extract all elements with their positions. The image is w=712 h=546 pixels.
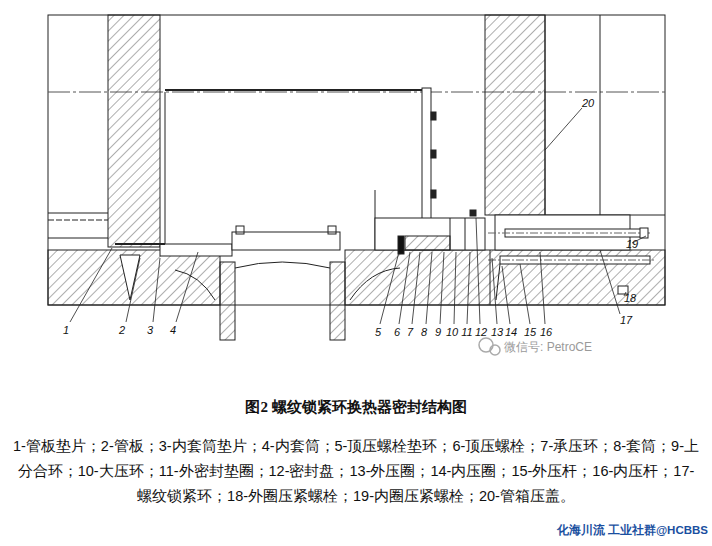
watermark-icon <box>479 338 500 355</box>
callout-number: 15 <box>523 326 537 338</box>
watermark: 化海川流 工业社群@HCBBS <box>557 523 708 538</box>
callout-number: 18 <box>623 292 637 304</box>
callout-number: 6 <box>393 326 401 338</box>
callout-number: 2 <box>118 324 126 336</box>
callout-number: 7 <box>406 326 414 338</box>
drawing-lines <box>48 15 665 340</box>
callout-number: 3 <box>146 324 154 336</box>
watermark: 微信号: PetroCE <box>502 339 594 356</box>
callout-number: 4 <box>169 324 177 336</box>
callout-number: 10 <box>445 326 459 338</box>
callout-number: 19 <box>625 238 639 250</box>
callout-number: 1 <box>62 324 70 336</box>
callout-number: 11 <box>460 326 473 338</box>
parts-list: 1-管板垫片；2-管板；3-内套筒垫片；4-内套筒；5-顶压螺栓垫环；6-顶压螺… <box>12 434 700 509</box>
callout-number: 14 <box>504 326 518 338</box>
callout-number: 9 <box>434 326 442 338</box>
callout-number: 8 <box>420 326 428 338</box>
callout-number: 17 <box>619 314 633 326</box>
leader-lines <box>70 108 646 324</box>
callout-number: 20 <box>581 97 595 109</box>
callout-number: 12 <box>474 326 488 338</box>
callout-number: 16 <box>539 326 553 338</box>
callout-number: 5 <box>374 326 382 338</box>
figure-title: 图2 螺纹锁紧环换热器密封结构图 <box>245 398 466 417</box>
callout-number: 13 <box>490 326 504 338</box>
